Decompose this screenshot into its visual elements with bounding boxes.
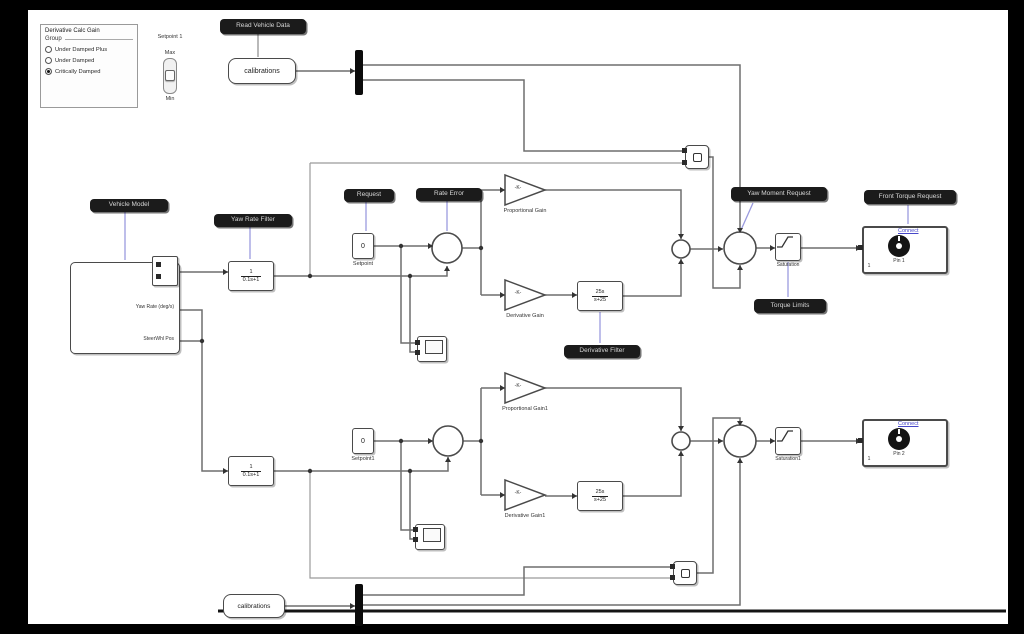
slider-min-label: Min bbox=[165, 96, 175, 102]
scope-block-bottom[interactable] bbox=[415, 524, 445, 550]
dgain-value-bottom: -K- bbox=[514, 490, 522, 496]
pgain-value-bottom: -K- bbox=[514, 383, 522, 389]
calibrations-label: calibrations bbox=[237, 602, 271, 610]
scope-port bbox=[415, 340, 420, 345]
calibrations-label: calibrations bbox=[244, 67, 280, 75]
tf-denominator: s+25 bbox=[591, 495, 609, 503]
subsystem-output-steer-pos: SteerWhl Pos bbox=[143, 336, 174, 342]
switch-port bbox=[682, 160, 687, 165]
pgain-caption-bottom: Proportional Gain1 bbox=[502, 406, 548, 412]
saturation-block-bottom[interactable] bbox=[775, 427, 801, 455]
saturation-caption-top: Saturation bbox=[776, 262, 800, 268]
slider-max-label: Max bbox=[164, 50, 176, 56]
dgain-caption-bottom: Derivative Gain1 bbox=[504, 513, 546, 519]
gauge-knob-icon[interactable] bbox=[888, 235, 910, 257]
gauge-caption-top: Pin 1 bbox=[893, 258, 905, 264]
radio-icon-selected[interactable] bbox=[45, 68, 52, 75]
constant-value: 0 bbox=[361, 437, 365, 445]
radio-label: Critically Damped bbox=[55, 68, 101, 75]
saturation-caption-bottom: Saturation1 bbox=[775, 456, 801, 462]
annotation-read-vehicle-data: Read Vehicle Data bbox=[220, 19, 306, 34]
derivative-tf-block-top[interactable]: 25s s+25 bbox=[577, 281, 623, 311]
tf-numerator: 1 bbox=[249, 463, 253, 470]
tf-numerator: 1 bbox=[249, 268, 253, 275]
switch-block-bottom[interactable] bbox=[673, 561, 697, 585]
saturation-block-top[interactable] bbox=[775, 233, 801, 261]
radio-label: Under Damped Plus bbox=[55, 46, 108, 53]
radio-under-damped[interactable]: Under Damped bbox=[45, 57, 133, 64]
setpoint-caption-bottom: Setpoint1 bbox=[351, 456, 375, 462]
annotation-front-torque-request: Front Torque Request bbox=[864, 190, 956, 204]
bus-selector-port bbox=[156, 262, 161, 267]
radio-icon[interactable] bbox=[45, 46, 52, 53]
annotation-yaw-rate-filter: Yaw Rate Filter bbox=[214, 214, 292, 227]
setpoint-constant-bottom[interactable]: 0 bbox=[352, 428, 374, 454]
annotation-torque-limits: Torque Limits bbox=[754, 299, 826, 313]
yaw-rate-filter-block-bottom[interactable]: 1 0.1s+1 bbox=[228, 456, 274, 486]
setpoint-constant-top[interactable]: 0 bbox=[352, 233, 374, 259]
constant-value: 0 bbox=[361, 242, 365, 250]
group-label: Group bbox=[45, 36, 62, 42]
gauge-input-port bbox=[858, 438, 863, 443]
annotation-request: Request bbox=[344, 189, 394, 202]
radio-label: Under Damped bbox=[55, 57, 95, 64]
pgain-caption-top: Proportional Gain bbox=[503, 208, 547, 214]
slider-title: Setpoint 1 bbox=[157, 34, 183, 40]
derivative-tf-block-bottom[interactable]: 25s s+25 bbox=[577, 481, 623, 511]
slider-knob[interactable] bbox=[165, 70, 175, 81]
tf-denominator: 0.1s+1 bbox=[240, 275, 262, 283]
scope-port bbox=[415, 350, 420, 355]
bus-selector-port bbox=[156, 274, 161, 279]
gauge-connect-link-top[interactable]: Connect bbox=[898, 228, 919, 234]
scope-screen bbox=[425, 340, 443, 354]
gauge-input-port bbox=[858, 245, 863, 250]
tf-denominator: s+25 bbox=[591, 295, 609, 303]
model-canvas bbox=[28, 10, 1008, 624]
switch-port bbox=[670, 564, 675, 569]
tf-denominator: 0.1s+1 bbox=[240, 470, 262, 478]
group-divider bbox=[64, 38, 133, 40]
annotation-yaw-moment-request: Yaw Moment Request bbox=[731, 187, 827, 201]
switch-port bbox=[682, 148, 687, 153]
scope-port bbox=[413, 537, 418, 542]
gauge-port-number: 1 bbox=[867, 263, 871, 269]
calibrations-block-top[interactable]: calibrations bbox=[228, 58, 296, 84]
mux-bar-top[interactable] bbox=[355, 50, 363, 95]
saturation-icon bbox=[777, 430, 793, 442]
scope-block-top[interactable] bbox=[417, 336, 447, 362]
annotation-derivative-filter: Derivative Filter bbox=[564, 345, 640, 358]
gauge-caption-bottom: Pin 2 bbox=[893, 451, 905, 457]
saturation-icon bbox=[777, 236, 793, 248]
scope-screen bbox=[423, 528, 441, 542]
calibrations-block-bottom[interactable]: calibrations bbox=[223, 594, 285, 618]
switch-port bbox=[670, 575, 675, 580]
tf-numerator: 25s bbox=[595, 288, 605, 295]
radio-critically-damped[interactable]: Critically Damped bbox=[45, 68, 133, 75]
pgain-value-top: -K- bbox=[514, 185, 522, 191]
radio-under-damped-plus[interactable]: Under Damped Plus bbox=[45, 46, 133, 53]
annotation-vehicle-model: Vehicle Model bbox=[90, 199, 168, 212]
radio-icon[interactable] bbox=[45, 57, 52, 64]
dgain-caption-top: Derivative Gain bbox=[506, 313, 544, 319]
annotation-rate-error: Rate Error bbox=[416, 188, 482, 201]
mux-bar-bottom[interactable] bbox=[355, 584, 363, 626]
panel-title: Derivative Calc Gain bbox=[45, 28, 100, 34]
switch-icon bbox=[680, 568, 690, 578]
switch-block-top[interactable] bbox=[685, 145, 709, 169]
gauge-connect-link-bottom[interactable]: Connect bbox=[898, 421, 919, 427]
tf-numerator: 25s bbox=[595, 488, 605, 495]
bus-selector-block[interactable] bbox=[152, 256, 178, 286]
gauge-port-number: 1 bbox=[867, 456, 871, 462]
switch-icon bbox=[692, 152, 702, 162]
derivative-gain-panel: Derivative Calc Gain Group Under Damped … bbox=[40, 24, 138, 108]
dgain-value-top: -K- bbox=[514, 290, 522, 296]
gauge-knob-icon[interactable] bbox=[888, 428, 910, 450]
subsystem-output-yaw-rate: Yaw Rate (deg/s) bbox=[135, 304, 174, 310]
scope-port bbox=[413, 527, 418, 532]
setpoint-caption-top: Setpoint bbox=[352, 261, 374, 267]
yaw-rate-filter-block-top[interactable]: 1 0.1s+1 bbox=[228, 261, 274, 291]
